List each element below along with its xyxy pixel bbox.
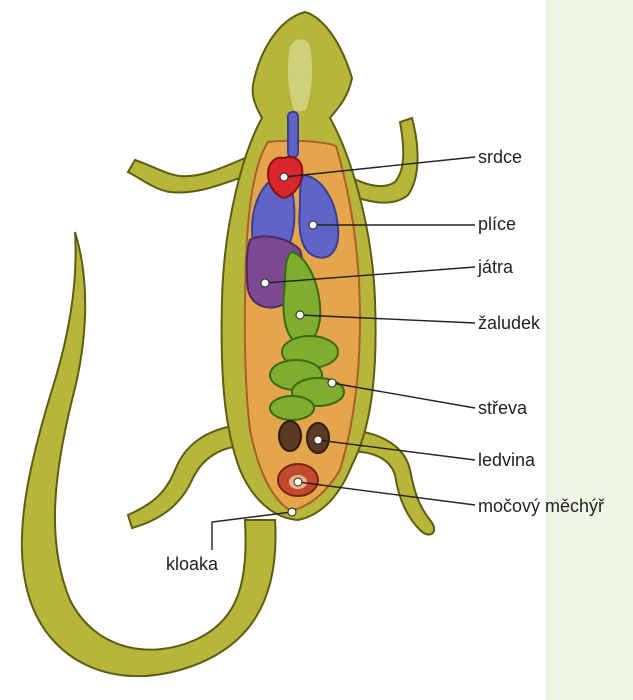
- label-heart: srdce: [478, 147, 522, 167]
- dot-kidney: [314, 436, 322, 444]
- dot-cloaca: [288, 508, 296, 516]
- lizard-illustration: [22, 12, 434, 676]
- dot-lungs: [309, 221, 317, 229]
- dot-intestines: [328, 379, 336, 387]
- label-intestines: střeva: [478, 398, 527, 418]
- dot-heart: [280, 173, 288, 181]
- dot-bladder: [294, 478, 302, 486]
- label-lungs: plíce: [478, 214, 516, 234]
- dot-liver: [261, 279, 269, 287]
- label-stomach: žaludek: [478, 313, 540, 333]
- label-kidney: ledvina: [478, 450, 535, 470]
- hind-left-leg: [128, 425, 240, 528]
- left-kidney: [279, 421, 301, 451]
- label-cloaca: kloaka: [166, 554, 218, 574]
- lizard-head: [288, 39, 312, 111]
- front-left-leg: [128, 158, 248, 193]
- label-liver: játra: [478, 257, 513, 277]
- trachea: [288, 112, 298, 157]
- dot-stomach: [296, 311, 304, 319]
- label-bladder: močový měchýř: [478, 496, 604, 516]
